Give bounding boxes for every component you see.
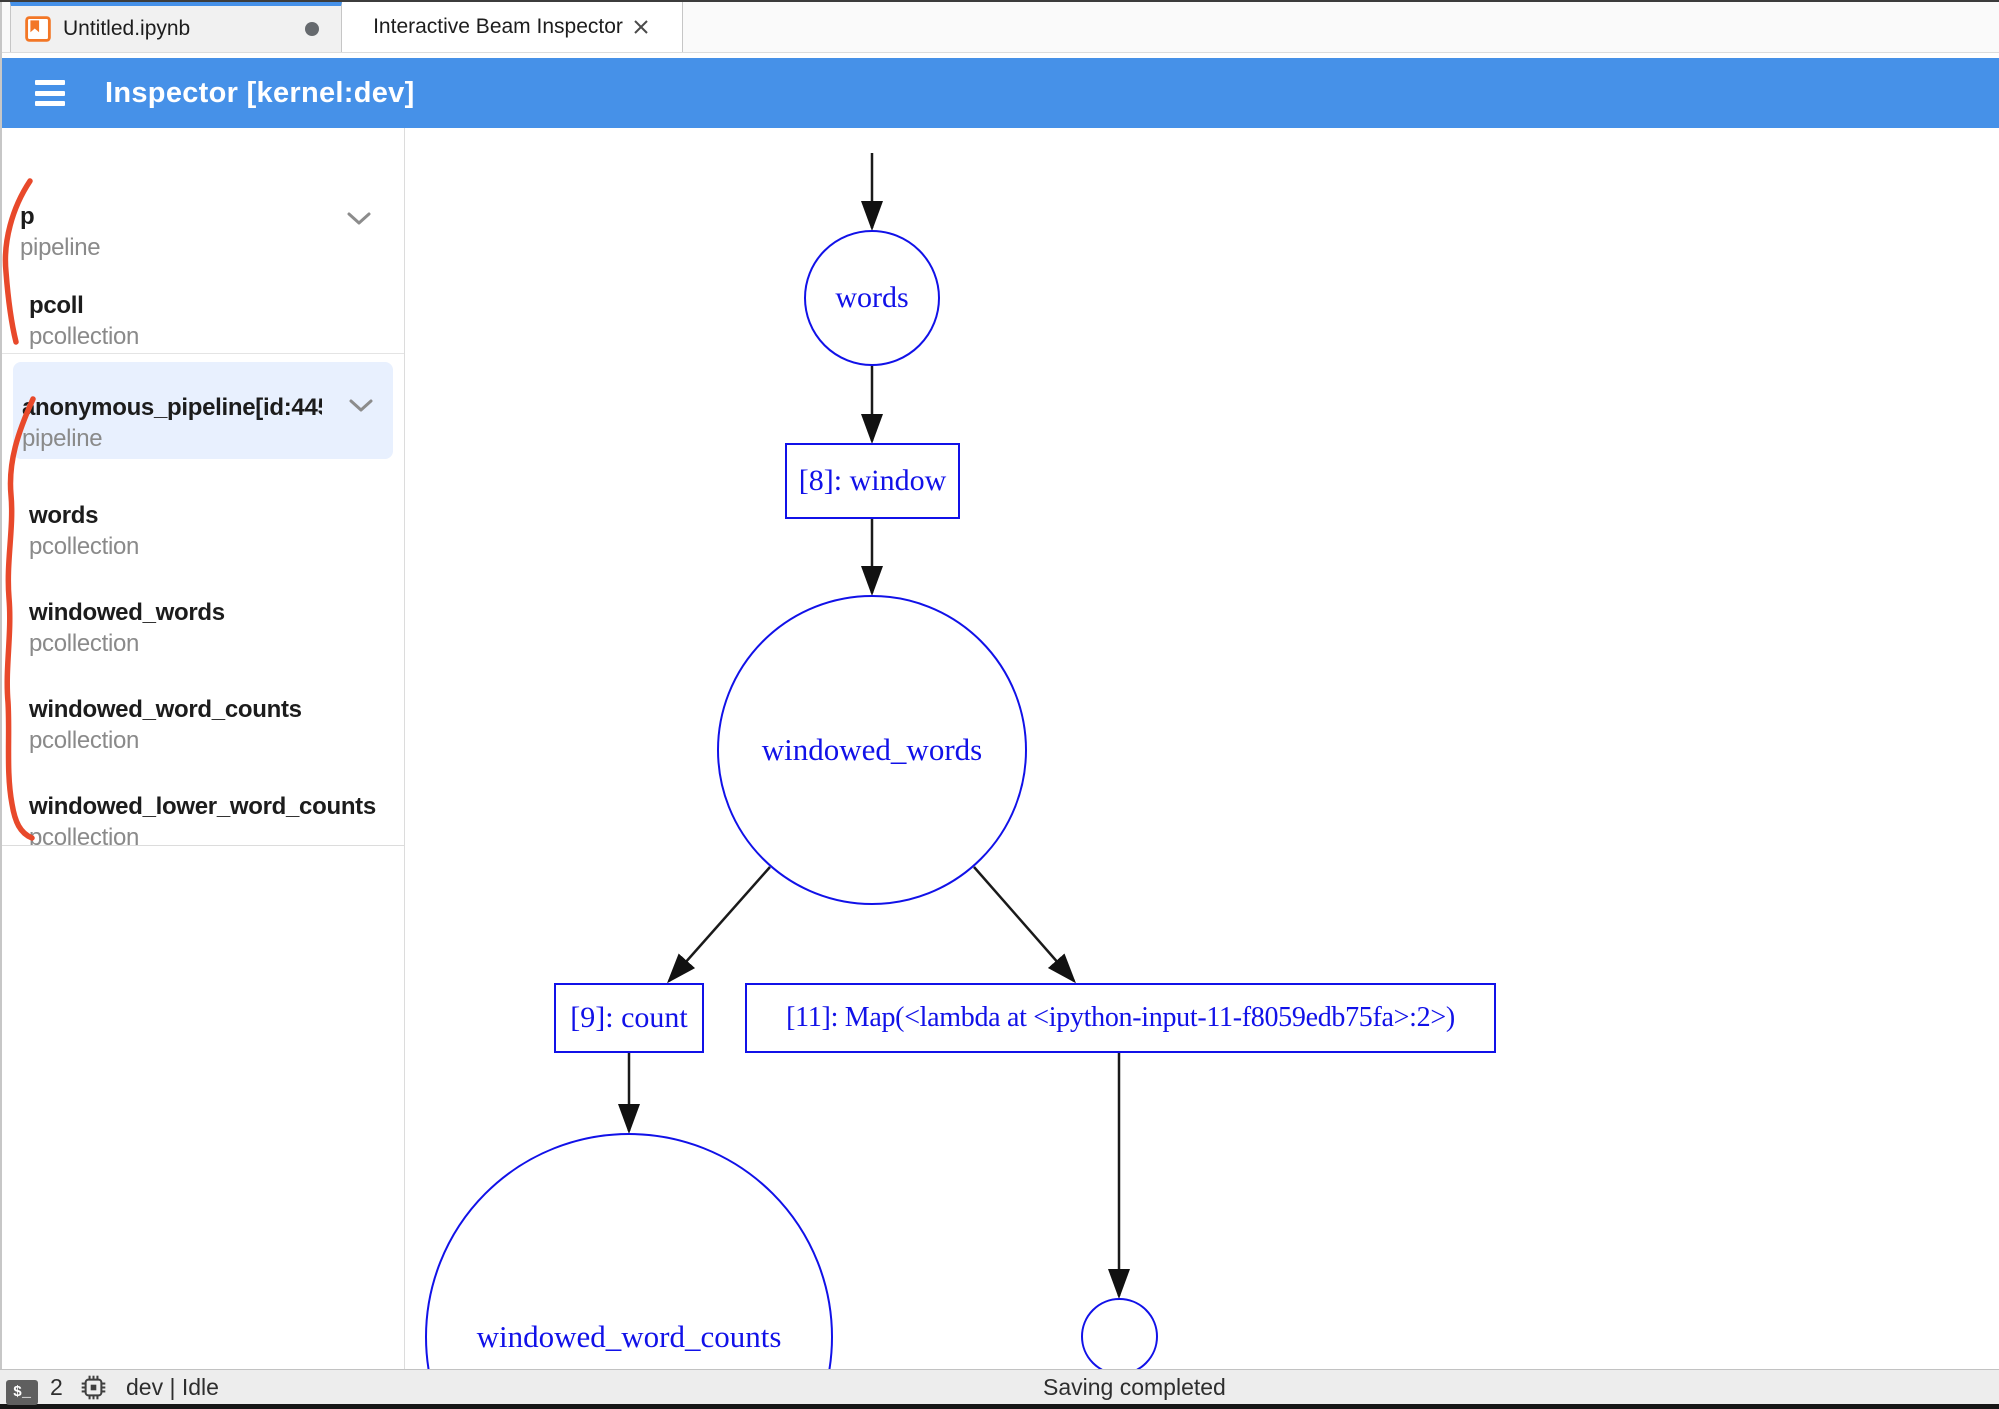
unsaved-changes-dot-icon bbox=[305, 22, 319, 36]
sidebar-item-windowed-word-counts[interactable]: windowed_word_counts pcollection bbox=[2, 696, 404, 755]
windowed-words-label: windowed_words bbox=[29, 599, 225, 626]
windowed-words-type: pcollection bbox=[29, 630, 140, 657]
tab-beam-inspector-label: Interactive Beam Inspector bbox=[373, 15, 623, 38]
graph-node-words-label: words bbox=[835, 281, 909, 314]
edge-windowed-words-to-count bbox=[667, 866, 771, 984]
sidebar-item-anonymous-pipeline[interactable]: anonymous_pipeline[id:44516... pipeline bbox=[13, 362, 393, 459]
window-bottom-edge bbox=[0, 1403, 1999, 1409]
pipeline-list: p pipeline pcoll pcollection anonymous_p… bbox=[2, 128, 404, 846]
graph-edges bbox=[618, 153, 1130, 1299]
graph-node-windowed-words-label: windowed_words bbox=[761, 732, 983, 767]
notebook-icon bbox=[25, 16, 51, 42]
graph-node-map-lambda-label: [11]: Map(<lambda at <ipython-input-11-f… bbox=[786, 1002, 1455, 1033]
tab-bar: Untitled.ipynb Interactive Beam Inspecto… bbox=[2, 2, 1999, 53]
windowed-word-counts-type: pcollection bbox=[29, 727, 140, 754]
sidebar-divider bbox=[2, 353, 404, 354]
close-icon[interactable] bbox=[631, 17, 651, 37]
sidebar-item-windowed-words[interactable]: windowed_words pcollection bbox=[2, 599, 404, 658]
graph-node-windowed-word-counts-label: windowed_word_counts bbox=[476, 1319, 782, 1354]
graph-node-count: [9]: count bbox=[554, 983, 704, 1053]
windowed-lower-word-counts-type: pcollection bbox=[29, 824, 140, 846]
tab-untitled-label: Untitled.ipynb bbox=[63, 17, 191, 40]
pipeline-graph-canvas: words [8]: window windowed_words [9]: co… bbox=[405, 128, 1997, 1369]
window-left-edge bbox=[0, 2, 2, 1403]
pcoll-label: pcoll bbox=[29, 292, 84, 319]
terminal-icon[interactable]: $_ bbox=[6, 1380, 38, 1405]
sidebar-item-windowed-lower-word-counts[interactable]: windowed_lower_word_counts pcollection bbox=[2, 793, 404, 846]
terminal-count[interactable]: 2 bbox=[50, 1374, 63, 1400]
graph-node-window: [8]: window bbox=[785, 443, 960, 519]
tab-untitled-notebook[interactable]: Untitled.ipynb bbox=[10, 2, 342, 52]
edge-windowed-words-to-map bbox=[973, 866, 1076, 984]
windowed-lower-word-counts-label: windowed_lower_word_counts bbox=[29, 793, 376, 820]
inspector-app-bar: Inspector [kernel:dev] bbox=[2, 58, 1999, 128]
pcoll-type: pcollection bbox=[29, 323, 140, 350]
kernel-status-indicator[interactable]: dev | Idle bbox=[126, 1374, 219, 1400]
chevron-down-icon[interactable] bbox=[346, 211, 372, 226]
status-bar: $_ 2 dev | Idle Saving completed bbox=[0, 1369, 1999, 1406]
kernel-chip-icon[interactable] bbox=[80, 1374, 107, 1406]
graph-node-words: words bbox=[804, 230, 940, 366]
graph-node-map-lambda: [11]: Map(<lambda at <ipython-input-11-f… bbox=[745, 983, 1496, 1053]
graph-node-window-label: [8]: window bbox=[798, 464, 947, 497]
sidebar-item-pipeline-p[interactable]: p pipeline bbox=[2, 203, 404, 262]
inspector-title: Inspector [kernel:dev] bbox=[105, 76, 415, 109]
window-top-edge bbox=[0, 0, 1999, 2]
anonymous-pipeline-type: pipeline bbox=[22, 425, 103, 452]
hamburger-menu-icon[interactable] bbox=[35, 80, 65, 106]
graph-node-unnamed-output bbox=[1081, 1298, 1158, 1369]
words-type: pcollection bbox=[29, 533, 140, 560]
sidebar-item-pcoll[interactable]: pcoll pcollection bbox=[2, 292, 404, 351]
graph-node-count-label: [9]: count bbox=[570, 1001, 688, 1034]
words-label: words bbox=[29, 502, 99, 529]
tab-beam-inspector[interactable]: Interactive Beam Inspector bbox=[342, 2, 683, 52]
sidebar-item-words[interactable]: words pcollection bbox=[2, 502, 404, 561]
anonymous-pipeline-label: anonymous_pipeline[id:44516... bbox=[22, 394, 322, 421]
graph-node-windowed-words: windowed_words bbox=[717, 595, 1027, 905]
pipeline-p-type: pipeline bbox=[20, 234, 101, 261]
pipeline-sidebar: p pipeline pcoll pcollection anonymous_p… bbox=[2, 128, 405, 1369]
save-status-message: Saving completed bbox=[1043, 1374, 1226, 1400]
windowed-word-counts-label: windowed_word_counts bbox=[29, 696, 302, 723]
chevron-down-icon[interactable] bbox=[348, 398, 374, 413]
